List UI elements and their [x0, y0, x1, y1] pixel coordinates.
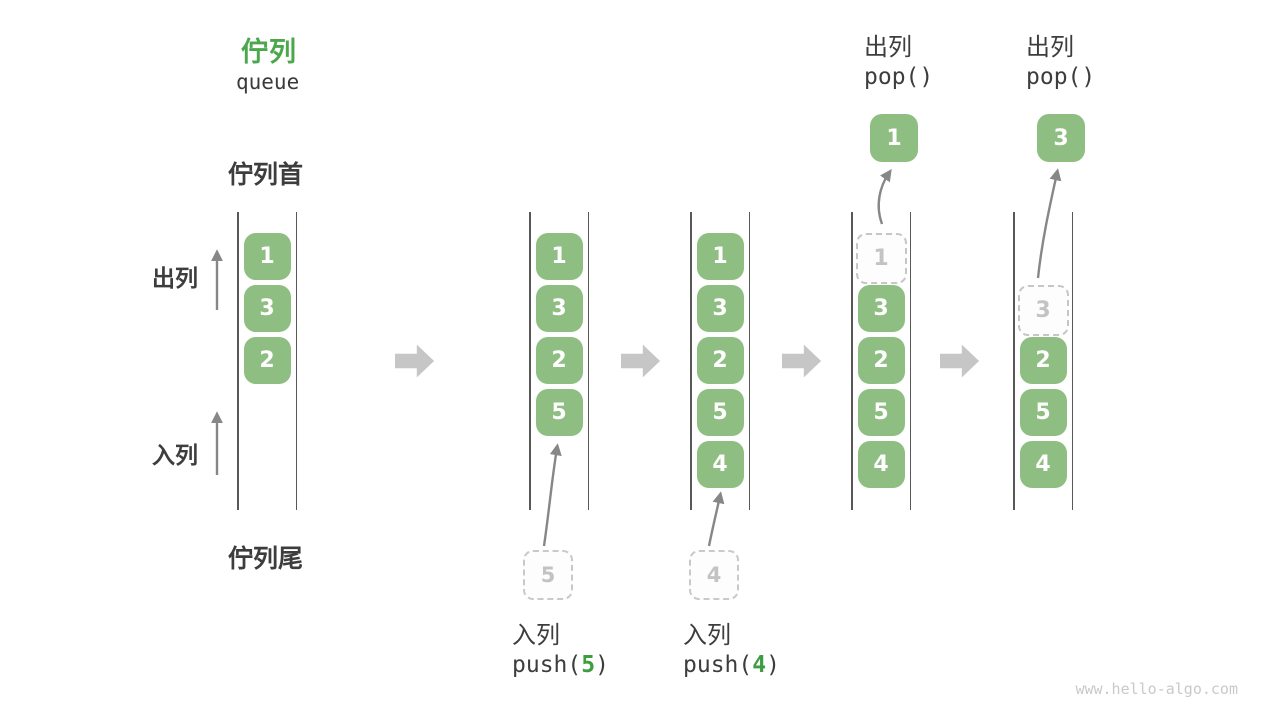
- queue-cell: 2: [857, 337, 905, 384]
- queue-cell: 4: [857, 441, 905, 488]
- queue-rear-label: 佇列尾: [228, 544, 304, 573]
- enqueue-action-label: 入列: [683, 621, 731, 649]
- queue-cell: 5: [535, 389, 583, 436]
- enqueue-action-label: 入列: [512, 621, 560, 649]
- push-call-label: push(5): [512, 652, 609, 678]
- queue-rail: [909, 212, 911, 510]
- pop-op-label-2: 出列 pop(): [1026, 30, 1095, 90]
- queue-rail: [1013, 212, 1015, 510]
- queue-rail: [1071, 212, 1073, 510]
- queue-cell: 2: [696, 337, 744, 384]
- push-staging-cell: 4: [689, 550, 739, 600]
- queue-rail: [237, 212, 239, 510]
- pop-call-label: pop(): [864, 64, 934, 90]
- popped-value-cell: 1: [870, 114, 918, 162]
- dequeue-action-label: 出列: [1026, 33, 1074, 61]
- popped-value-cell: 3: [1037, 114, 1085, 162]
- queue-cell: 2: [243, 337, 291, 384]
- queue-cell: 5: [857, 389, 905, 436]
- queue-cell: 5: [696, 389, 744, 436]
- queue-rail: [295, 212, 297, 510]
- right-arrow-icon: [782, 344, 822, 378]
- right-arrow-icon: [940, 344, 980, 378]
- queue-rail: [587, 212, 589, 510]
- push-staging-cell: 5: [523, 550, 573, 600]
- queue-rail: [851, 212, 853, 510]
- queue-rail: [748, 212, 750, 510]
- pop-op-label-1: 出列 pop(): [864, 30, 933, 90]
- queue-cell: 1: [696, 233, 744, 280]
- queue-cell: 2: [535, 337, 583, 384]
- pop-call-label: pop(): [1026, 64, 1096, 90]
- push-arg: 5: [581, 652, 596, 678]
- push-op-label-1: 入列 push(5): [512, 618, 609, 678]
- diagram-title-zh: 佇列: [241, 37, 297, 68]
- queue-cell: 2: [1019, 337, 1067, 384]
- queue-front-label: 佇列首: [228, 160, 304, 189]
- watermark: www.hello-algo.com: [1075, 680, 1238, 698]
- ghost-cell: 3: [1017, 285, 1069, 336]
- queue-column-3: 1 3 2 5 4: [690, 212, 750, 510]
- enqueue-direction-label: 入列: [152, 443, 198, 469]
- queue-cell: 4: [696, 441, 744, 488]
- ghost-cell: 1: [855, 233, 907, 284]
- diagram-title-en: queue: [236, 70, 300, 94]
- push-call-label: push(4): [683, 652, 780, 678]
- queue-column-2: 1 3 2 5: [529, 212, 589, 510]
- push-op-label-2: 入列 push(4): [683, 618, 780, 678]
- queue-cell: 1: [535, 233, 583, 280]
- queue-cell: 4: [1019, 441, 1067, 488]
- queue-cell: 3: [857, 285, 905, 332]
- dequeue-action-label: 出列: [864, 33, 912, 61]
- queue-cell: 3: [243, 285, 291, 332]
- queue-cell: 3: [535, 285, 583, 332]
- push-arg: 4: [752, 652, 767, 678]
- queue-rail: [690, 212, 692, 510]
- queue-cell: 1: [243, 233, 291, 280]
- queue-cell: 5: [1019, 389, 1067, 436]
- queue-rail: [529, 212, 531, 510]
- right-arrow-icon: [621, 344, 661, 378]
- right-arrow-icon: [395, 344, 435, 378]
- queue-cell: 3: [696, 285, 744, 332]
- dequeue-direction-label: 出列: [152, 266, 198, 292]
- queue-column-1: 1 3 2: [237, 212, 297, 510]
